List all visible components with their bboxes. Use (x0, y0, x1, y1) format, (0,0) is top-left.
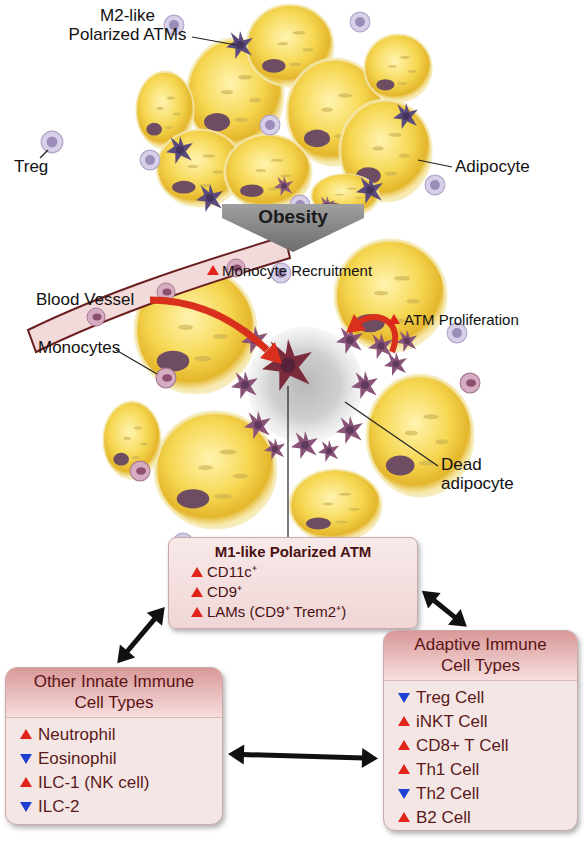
atm (244, 411, 271, 439)
double-arrow (228, 745, 378, 768)
box-heading: M1-like Polarized ATM (177, 542, 409, 562)
cell-item: Neutrophil (6, 723, 222, 747)
callout-label: M2-like Polarized ATMs (65, 6, 190, 44)
atm (336, 416, 363, 444)
red-arrows (150, 265, 400, 364)
cell-item: ILC-1 (NK cell) (6, 771, 222, 795)
monocyte (156, 368, 176, 388)
atm (351, 371, 378, 399)
leader-line (192, 37, 236, 45)
arrow-head (346, 314, 366, 333)
adipocyte (364, 34, 431, 101)
arrow-shape-node: Obesity (222, 204, 364, 254)
arrow-head (362, 748, 378, 768)
cell-list-box: Other Innate Immune Cell TypesNeutrophil… (5, 667, 223, 825)
cell-item: CD9⁺ (177, 582, 409, 602)
cell-item: Th1 Cell (384, 758, 577, 782)
atm (274, 176, 293, 196)
m2-atm (196, 184, 223, 212)
arrow-head (228, 745, 244, 765)
blood-vessel (28, 236, 290, 352)
leader-lines (40, 37, 452, 537)
treg-cell (41, 131, 63, 153)
cell-item: LAMs (CD9⁺ Trem2⁺) (177, 602, 409, 622)
atm (396, 330, 417, 352)
leader-line (287, 386, 288, 537)
increase-marker (388, 314, 400, 324)
atm (264, 438, 285, 460)
m2-atm (393, 103, 418, 129)
leader-line (345, 402, 438, 466)
callout-label: Adipocyte (455, 157, 530, 176)
arrow-shaft (242, 754, 364, 758)
double-arrow (117, 607, 165, 663)
cell-item: Treg Cell (384, 686, 577, 710)
box-heading: Other Innate Immune Cell Types (6, 668, 222, 718)
node-text: Obesity (222, 206, 364, 228)
treg-cell (140, 150, 160, 170)
atm (318, 440, 339, 462)
box-heading: Adaptive Immune Cell Types (384, 631, 577, 681)
cell-item: Eosinophil (6, 747, 222, 771)
double-arrow (422, 591, 467, 627)
m2-atm (356, 176, 383, 204)
cell-item: B2 Cell (384, 806, 577, 830)
m2-atm (226, 31, 253, 59)
m2-atm (166, 136, 193, 164)
monocyte (130, 461, 150, 481)
cell-item: CD8+ T Cell (384, 734, 577, 758)
leader-line (116, 350, 157, 374)
treg-cell (425, 175, 445, 195)
arrow-head (117, 645, 135, 664)
callout-label: Dead adipocyte (441, 455, 521, 493)
callout-label: Blood Vessel (36, 290, 134, 309)
arrow-shaft (126, 618, 155, 653)
cell-item: Th2 Cell (384, 782, 577, 806)
cell-item: iNKT Cell (384, 710, 577, 734)
arrow-head (147, 607, 165, 626)
treg-cell (260, 115, 280, 135)
arrow-head (260, 342, 282, 364)
treg-cell (350, 12, 370, 32)
leader-line (40, 150, 48, 158)
atm (231, 371, 258, 399)
arrow-head (422, 591, 441, 609)
cell-item: CD11c⁺ (177, 562, 409, 582)
m1-atm (262, 339, 312, 391)
recruitment-arrow (150, 300, 267, 350)
callout-label: Treg (14, 157, 48, 176)
cell-list-box: M1-like Polarized ATMCD11c⁺CD9⁺LAMs (CD9… (168, 537, 418, 629)
arrow-shaft (433, 600, 456, 619)
cell-list-box: Adaptive Immune Cell TypesTreg CelliNKT … (383, 630, 578, 831)
atm (384, 352, 407, 376)
callout-label: Monocytes (38, 338, 120, 357)
adipocyte (290, 470, 381, 542)
increase-marker (207, 265, 219, 275)
atm (291, 431, 318, 459)
cell-item: ILC-2 (6, 795, 222, 819)
arrow-outline-shape (222, 204, 364, 252)
monocyte (87, 308, 105, 326)
callout-label: ATM Proliferation (404, 310, 519, 329)
leader-line (418, 160, 452, 167)
monocyte (460, 373, 480, 393)
callout-label: Monocyte Recruitment (222, 261, 372, 280)
monocytes (87, 259, 480, 553)
arrow-head (448, 609, 467, 627)
